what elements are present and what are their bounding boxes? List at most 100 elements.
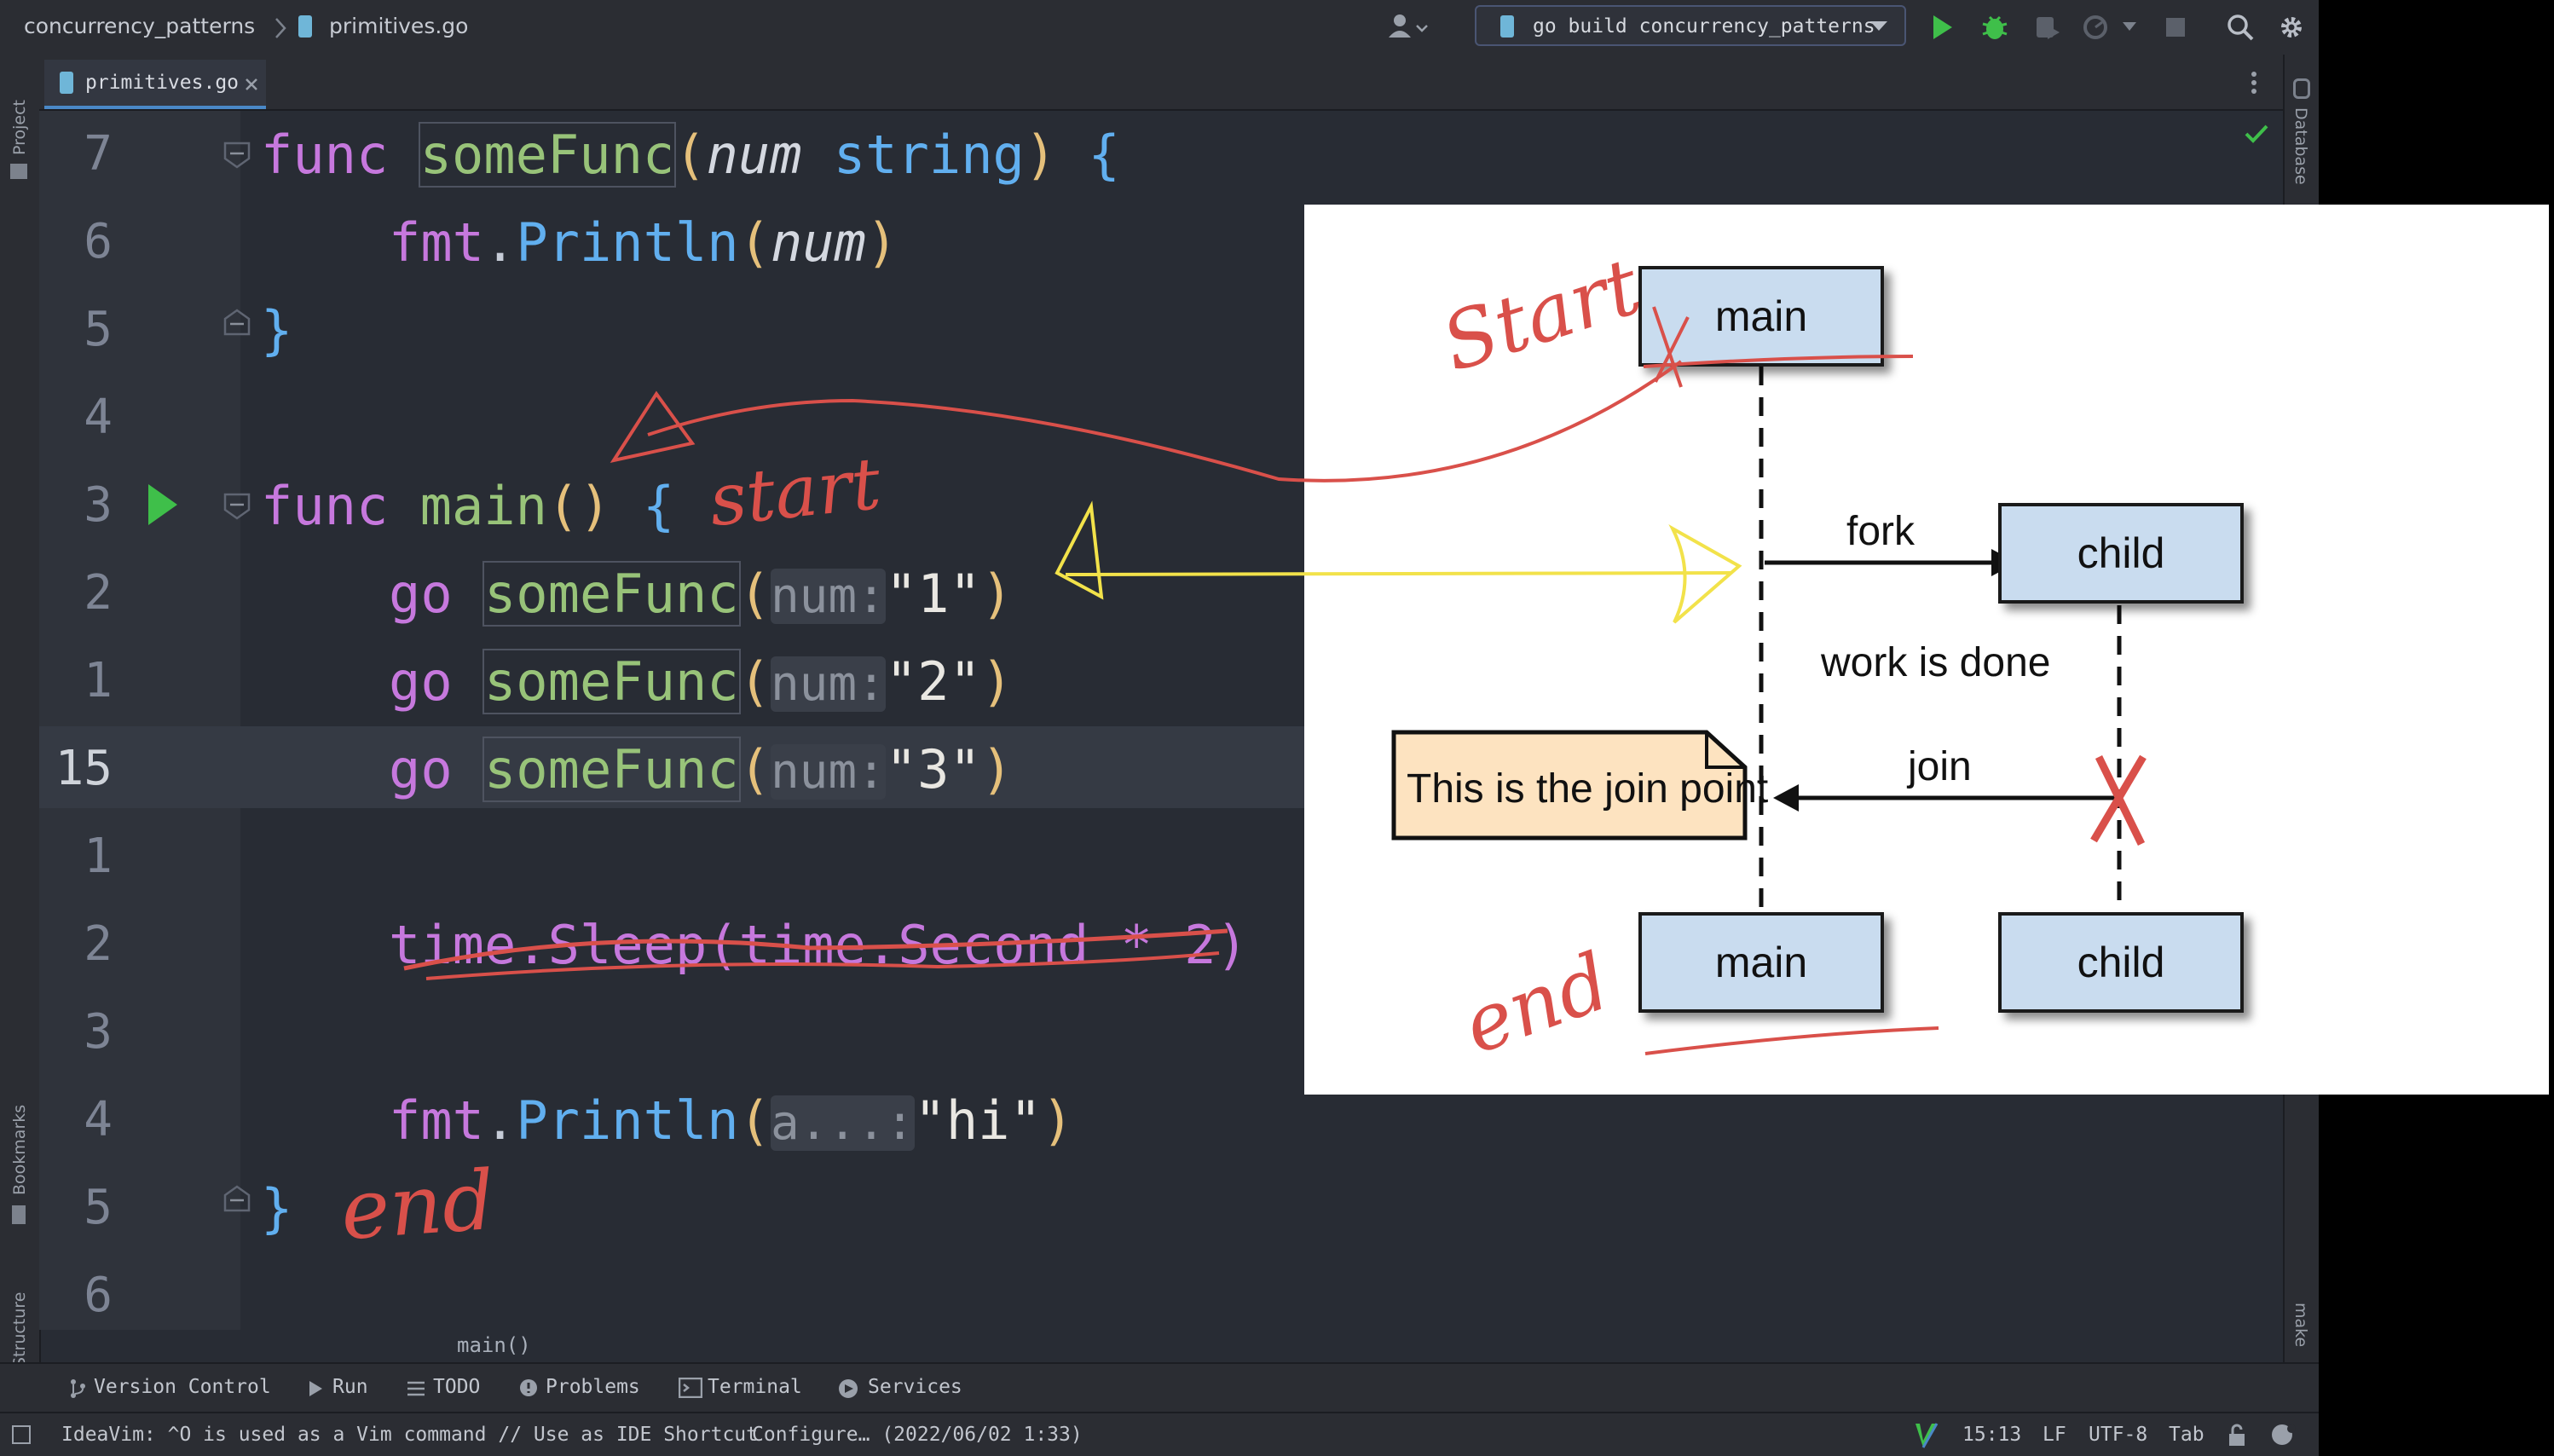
go-file-icon [298, 15, 312, 38]
dot: . [483, 211, 517, 274]
line-number[interactable]: 1 [84, 653, 113, 708]
vim-icon[interactable] [1913, 1422, 1939, 1449]
package-name: fmt [389, 211, 484, 274]
terminal-tab[interactable]: Terminal [708, 1376, 802, 1398]
notifications-icon[interactable] [2269, 1422, 2298, 1447]
string-literal: "2" [885, 650, 981, 713]
database-icon [2293, 78, 2310, 99]
line-number[interactable]: 3 [84, 1004, 113, 1060]
join-point-note: This is the join point [1391, 730, 1768, 841]
sleep-statement: time.Sleep(time.Second * 2) [389, 914, 1248, 976]
keyword: func [261, 475, 389, 537]
string-literal: "1" [885, 563, 981, 625]
profile-icon[interactable] [2082, 12, 2112, 43]
line-number[interactable]: 2 [84, 565, 113, 621]
close-icon[interactable] [244, 77, 259, 92]
go-file-icon [1500, 15, 1514, 38]
chevron-down-icon[interactable] [2121, 20, 2138, 32]
database-tool-label[interactable]: Database [2291, 107, 2310, 185]
fold-icon[interactable] [222, 140, 252, 170]
editor-tab[interactable]: primitives.go [44, 60, 266, 109]
code-line[interactable]: } [261, 297, 292, 365]
call-name: someFunc [482, 649, 741, 714]
make-tool-label[interactable]: make [2291, 1303, 2310, 1348]
tool-window-bar: Version Control Run TODO Problems Termin… [0, 1362, 2319, 1413]
code-line[interactable]: } [261, 1175, 292, 1243]
line-number[interactable]: 1 [84, 829, 113, 884]
status-message[interactable]: IdeaVim: ^O is used as a Vim command // … [61, 1424, 758, 1446]
more-options-icon[interactable] [2249, 70, 2259, 95]
run-icon [309, 1381, 322, 1396]
paren: ) [865, 211, 899, 274]
breadcrumb-file[interactable]: primitives.go [329, 14, 469, 38]
paren: ) [980, 563, 1014, 625]
run-tab[interactable]: Run [332, 1376, 368, 1398]
layout-toggle-icon[interactable] [12, 1425, 31, 1444]
breadcrumb-project[interactable]: concurrency_patterns [24, 14, 256, 38]
fold-end-icon[interactable] [222, 307, 252, 338]
version-control-tab[interactable]: Version Control [94, 1376, 271, 1398]
caret-position[interactable]: 15:13 [1962, 1424, 2022, 1446]
fold-icon[interactable] [222, 491, 252, 522]
lock-icon[interactable] [2227, 1424, 2247, 1447]
todo-tab[interactable]: TODO [433, 1376, 481, 1398]
join-label: join [1908, 744, 1972, 789]
bookmarks-tool-label[interactable]: Bookmarks [10, 1104, 29, 1195]
line-number[interactable]: 4 [84, 390, 113, 445]
code-line[interactable]: func someFunc(num string) { [261, 121, 1120, 189]
code-line[interactable]: fmt.Println(num) [389, 209, 898, 277]
line-number[interactable]: 4 [84, 1092, 113, 1147]
code-line[interactable]: fmt.Println(a...:"hi") [389, 1087, 1073, 1158]
code-line[interactable]: go someFunc(num:"1") [389, 560, 1013, 631]
code-line-current[interactable]: go someFunc(num:"3") [389, 736, 1013, 806]
line-number[interactable]: 5 [84, 302, 113, 357]
type-name: string [833, 124, 1025, 186]
problems-tab[interactable]: Problems [546, 1376, 640, 1398]
user-icon[interactable] [1386, 12, 1429, 43]
work-done-label: work is done [1821, 640, 2051, 685]
run-icon[interactable] [1927, 12, 1957, 43]
services-icon [839, 1379, 858, 1398]
status-configure-link[interactable]: Configure… (2022/06/02 1:33) [752, 1424, 1083, 1446]
bookmark-icon [12, 1205, 26, 1224]
project-tool-label[interactable]: Project [10, 99, 29, 155]
services-tab[interactable]: Services [868, 1376, 962, 1398]
indent-setting[interactable]: Tab [2169, 1424, 2204, 1446]
call-name: someFunc [482, 737, 741, 802]
fold-end-icon[interactable] [222, 1183, 252, 1214]
string-literal: "hi" [914, 1089, 1042, 1152]
code-line[interactable]: time.Sleep(time.Second * 2) [389, 911, 1248, 979]
structure-tool-label[interactable]: Structure [10, 1291, 29, 1367]
param-hint: num: [770, 744, 886, 800]
debug-icon[interactable] [1979, 12, 2010, 43]
function-name: someFunc [418, 122, 677, 188]
fork-join-diagram: main child main child fork work is done … [1304, 205, 2549, 1095]
line-separator[interactable]: LF [2043, 1424, 2066, 1446]
paren: ( [738, 563, 771, 625]
keyword: go [389, 563, 453, 625]
call-name: Println [516, 1089, 739, 1152]
gear-icon[interactable] [2276, 12, 2307, 43]
editor-gutter [39, 111, 240, 1330]
search-icon[interactable] [2225, 12, 2256, 43]
file-encoding[interactable]: UTF-8 [2089, 1424, 2148, 1446]
line-number[interactable]: 2 [84, 916, 113, 972]
line-number-current[interactable]: 15 [55, 741, 113, 796]
run-gutter-icon[interactable] [145, 481, 181, 529]
line-number[interactable]: 5 [84, 1180, 113, 1235]
paren: ) [1041, 1089, 1074, 1152]
package-name: fmt [389, 1089, 484, 1152]
coverage-icon[interactable] [2032, 12, 2063, 43]
line-number[interactable]: 6 [84, 214, 113, 269]
run-configuration-label: go build concurrency_patterns [1533, 15, 1875, 38]
paren: ( [738, 738, 771, 800]
chevron-right-icon [275, 18, 286, 38]
code-line[interactable]: go someFunc(num:"2") [389, 648, 1013, 719]
stop-icon[interactable] [2160, 12, 2191, 43]
run-configuration-selector[interactable]: go build concurrency_patterns [1475, 5, 1906, 46]
code-line[interactable]: func main() { [261, 472, 674, 540]
line-number[interactable]: 6 [84, 1268, 113, 1323]
code-context-breadcrumb[interactable]: main() [457, 1333, 531, 1357]
line-number[interactable]: 3 [84, 477, 113, 533]
line-number[interactable]: 7 [84, 126, 113, 182]
